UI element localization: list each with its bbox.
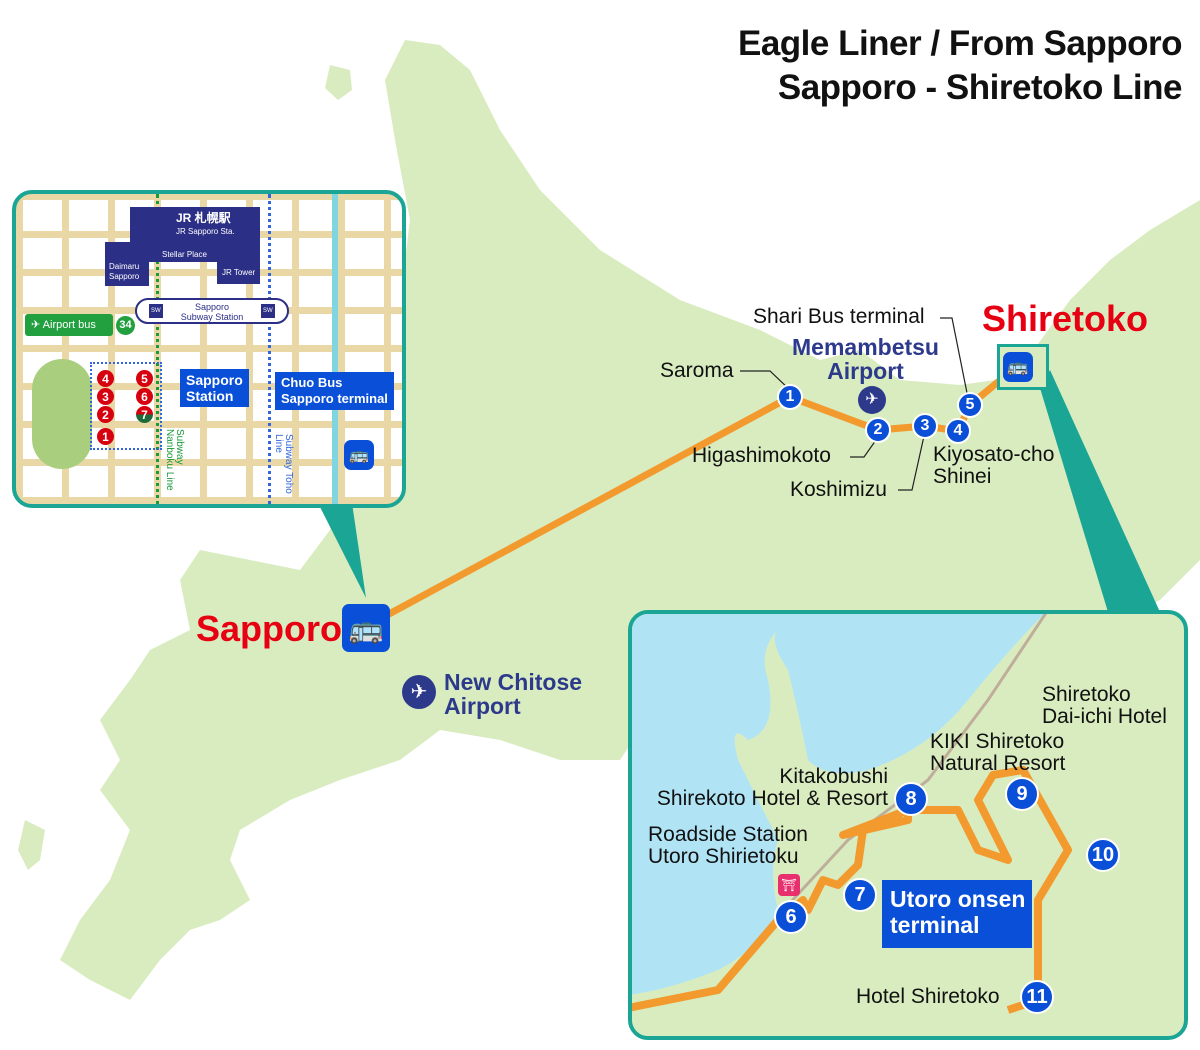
platform-7[interactable]: 7 [136, 406, 153, 423]
stop-4[interactable]: 4 [945, 418, 971, 444]
city-label-shiretoko: Shiretoko [982, 298, 1149, 339]
stop-2[interactable]: 2 [865, 417, 891, 443]
city-label-sapporo: Sapporo [196, 608, 343, 649]
leader-koshimizu [898, 435, 925, 491]
stop-label-hotel-shiretoko: Hotel Shiretoko [856, 985, 1000, 1008]
title-line-1: Eagle Liner / From Sapporo [737, 24, 1183, 63]
platform-1[interactable]: 1 [97, 428, 114, 445]
canal [332, 194, 338, 504]
stop-5[interactable]: 5 [957, 392, 983, 418]
jr-tower-label: JR Tower [222, 268, 256, 277]
stop-10[interactable]: 10 [1086, 838, 1120, 872]
airport-bus-sign: ✈ Airport bus [25, 314, 113, 336]
leader-higashimokoto [850, 439, 877, 458]
airplane-icon: ✈ [858, 386, 886, 414]
airplane-icon: ✈ [31, 319, 43, 331]
bus-icon: 🚌 [349, 447, 369, 464]
stop-8[interactable]: 8 [894, 782, 928, 816]
stop-label-higashimokoto: Higashimokoto [692, 444, 831, 467]
platform-2[interactable]: 2 [97, 406, 114, 423]
toho-line-label: Subway Toho Line [273, 434, 294, 494]
island-okushiri [18, 820, 45, 870]
stop-label-shari: Shari Bus terminal [753, 305, 925, 328]
platform-5[interactable]: 5 [136, 370, 153, 387]
jr-station-building [130, 207, 260, 245]
platform-3[interactable]: 3 [97, 388, 114, 405]
leader-saroma [740, 370, 791, 391]
daimaru-building [105, 242, 149, 286]
title-line-2: Sapporo - Shiretoko Line [777, 68, 1183, 107]
sea [632, 614, 1045, 995]
bus-icon: 🚌 [348, 612, 384, 644]
shiretoko-inset-pointer [1040, 370, 1160, 612]
stellar-place-label: Stellar Place [162, 250, 207, 259]
island-rishiri [325, 65, 352, 100]
jr-station-jp: JR 札幌駅 [176, 211, 231, 225]
bus-stop-area [90, 362, 162, 450]
jr-station-en: JR Sapporo Sta. [176, 227, 235, 236]
stop-6[interactable]: 6 [774, 900, 808, 934]
stop-9[interactable]: 9 [1005, 777, 1039, 811]
leader-shari [940, 317, 969, 399]
roadside-station-icon: ⛩ [778, 874, 800, 896]
island-kunashiri [1140, 280, 1200, 380]
sapporo-inset-map: JR 札幌駅 JR Sapporo Sta. Stellar Place Dai… [12, 190, 406, 508]
platform-6[interactable]: 6 [136, 388, 153, 405]
jr-tower-building [217, 242, 260, 284]
park [32, 359, 92, 469]
nanboku-line [156, 194, 159, 504]
subway-icon: SW [261, 304, 275, 318]
stop-7[interactable]: 7 [843, 878, 877, 912]
stop-3[interactable]: 3 [912, 413, 938, 439]
stop-label-koshimizu: Koshimizu [790, 478, 887, 501]
platform-4[interactable]: 4 [97, 370, 114, 387]
subway-icon: SW [149, 304, 163, 318]
airport-bus-stop-34[interactable]: 34 [116, 316, 135, 335]
stop-1[interactable]: 1 [777, 384, 803, 410]
airport-bus-label: Airport bus [42, 319, 96, 331]
toho-line [268, 194, 271, 504]
hokkaido-landmass [60, 40, 1200, 1000]
airplane-icon: ✈ [402, 675, 436, 709]
stop-11[interactable]: 11 [1020, 980, 1054, 1014]
nanboku-line-label: Subway Nanboku Line [164, 429, 185, 491]
bus-stop-shiretoko[interactable]: 🚌 [1003, 352, 1033, 382]
bus-icon: 🚌 [1007, 357, 1029, 376]
sapporo-inset-pointer [318, 503, 366, 598]
stop-label-saroma: Saroma [660, 359, 734, 382]
bus-stop-sapporo[interactable]: 🚌 [342, 604, 390, 652]
bus-stop-chuo[interactable]: 🚌 [344, 440, 374, 470]
